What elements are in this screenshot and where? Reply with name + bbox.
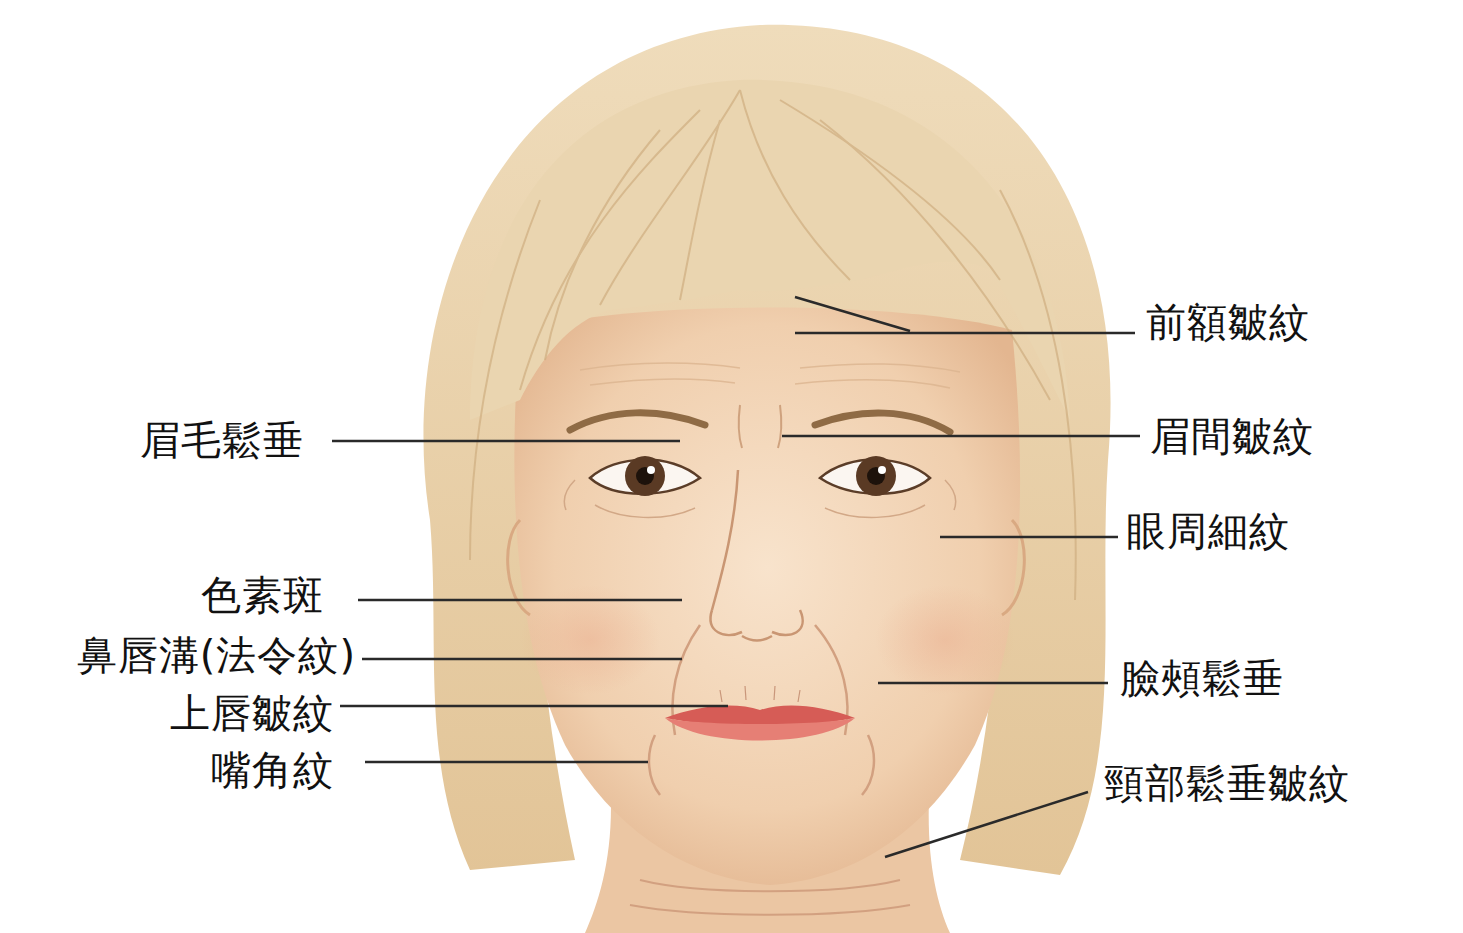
callout-label: 頸部鬆垂皺紋	[1104, 761, 1350, 805]
callout-label: 眉間皺紋	[1150, 414, 1314, 458]
callout-label: 臉頰鬆垂	[1120, 656, 1284, 700]
callout-label: 上唇皺紋	[170, 691, 334, 735]
callout-label: 鼻唇溝(法令紋)	[77, 633, 356, 677]
bangs	[470, 80, 1070, 420]
callout-label: 眉毛鬆垂	[140, 418, 304, 462]
callout-label: 嘴角紋	[211, 748, 334, 792]
callout-label: 前額皺紋	[1146, 300, 1310, 344]
leader-lines	[332, 297, 1140, 857]
eyes	[564, 456, 955, 517]
callout-label: 色素斑	[201, 573, 324, 617]
nose	[711, 470, 803, 641]
callout-label: 眼周細紋	[1126, 509, 1290, 553]
face	[514, 308, 1020, 886]
